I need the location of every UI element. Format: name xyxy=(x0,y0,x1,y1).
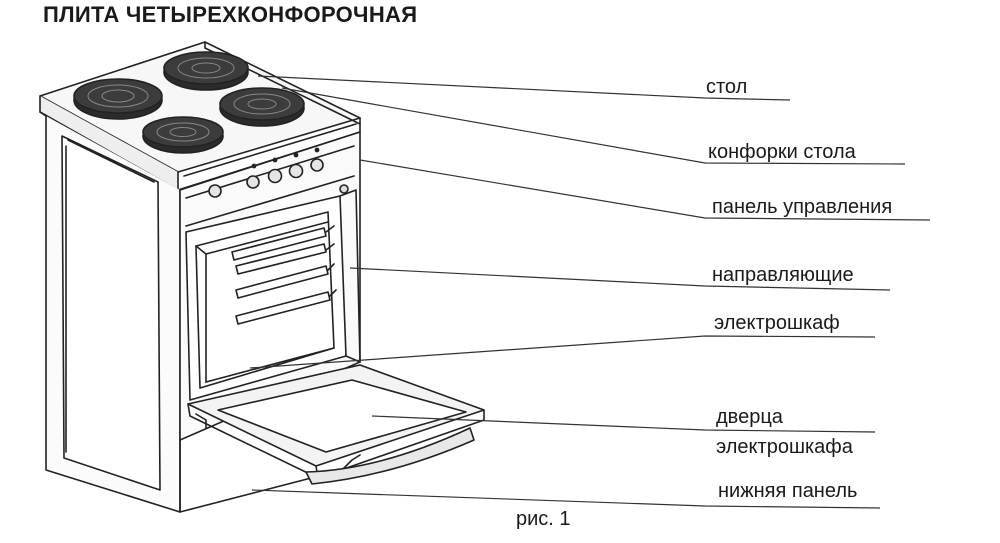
burner-back-right xyxy=(163,51,249,91)
leader-bottom-panel xyxy=(251,489,881,509)
label-door-line1: дверца xyxy=(716,406,783,428)
figure-caption: рис. 1 xyxy=(516,508,571,530)
leader-lines xyxy=(249,75,931,509)
burner-front-right xyxy=(219,87,305,127)
leader-burners xyxy=(281,87,906,165)
oven-rails xyxy=(231,225,337,325)
leader-oven xyxy=(249,335,876,369)
figure-title: ПЛИТА ЧЕТЫРЕХКОНФОРОЧНАЯ xyxy=(43,2,418,27)
burner-front-left xyxy=(142,116,224,154)
cooktop xyxy=(39,41,361,191)
leader-rails xyxy=(349,267,891,291)
label-rails: направляющие xyxy=(712,264,854,286)
leader-table xyxy=(257,75,791,101)
burners xyxy=(73,51,305,154)
oven-door xyxy=(187,364,485,485)
leader-door xyxy=(371,415,876,433)
burner-back-left xyxy=(73,78,163,120)
leader-control-panel xyxy=(359,159,931,221)
control-panel xyxy=(183,123,357,227)
label-door-line2: электрошкафа xyxy=(716,436,853,458)
label-burners: конфорки стола xyxy=(708,141,856,163)
label-oven: электрошкаф xyxy=(714,312,840,334)
label-table: стол xyxy=(706,76,748,98)
label-bottom-panel: нижняя панель xyxy=(718,480,858,502)
label-control-panel: панель управления xyxy=(712,196,893,218)
oven-cavity xyxy=(185,189,361,401)
side-panel xyxy=(45,115,181,513)
